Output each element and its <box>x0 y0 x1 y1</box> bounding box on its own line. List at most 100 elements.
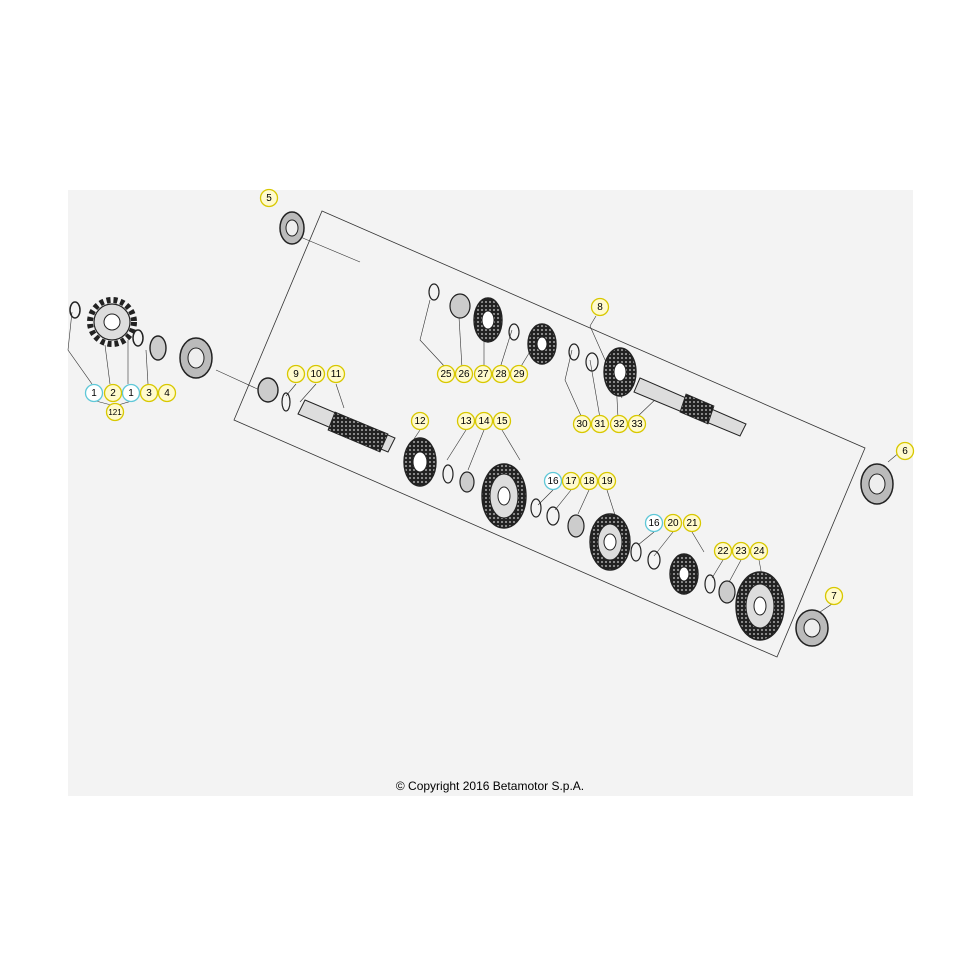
bushing-23 <box>718 580 736 604</box>
callout-c33: 33 <box>627 414 647 434</box>
circlip-1 <box>69 301 81 319</box>
callout-c9: 9 <box>286 364 306 384</box>
callout-c5: 5 <box>259 188 279 208</box>
callout-label: 21 <box>686 518 698 529</box>
bearing-5 <box>279 211 305 245</box>
callout-label: 11 <box>331 369 342 380</box>
callout-label: 16 <box>648 518 660 529</box>
bearing-6 <box>860 463 894 505</box>
gear-24 <box>735 571 785 641</box>
callout-label: 1 <box>128 388 134 399</box>
callout-label: 18 <box>583 476 595 487</box>
bearing-4 <box>179 337 213 379</box>
callout-label: 13 <box>460 416 472 427</box>
callout-label: 32 <box>613 419 625 430</box>
callout-label: 23 <box>735 546 747 557</box>
circlip-16 <box>530 498 542 518</box>
washer-13 <box>442 464 454 484</box>
callout-c16b: 16 <box>644 513 664 533</box>
circlip-30 <box>568 343 580 361</box>
callout-c31: 31 <box>590 414 610 434</box>
gear-15 <box>481 463 527 529</box>
washer-31 <box>585 352 599 372</box>
callout-c12: 12 <box>410 411 430 431</box>
callout-label: 30 <box>576 419 588 430</box>
callout-label: 28 <box>495 369 507 380</box>
callout-c16a: 16 <box>543 471 563 491</box>
countershaft-33 <box>633 377 747 437</box>
gear-12 <box>403 437 437 487</box>
callout-label: 26 <box>458 369 470 380</box>
callout-label: 27 <box>477 369 489 380</box>
callout-label: 9 <box>293 369 299 380</box>
callout-c30: 30 <box>572 414 592 434</box>
callout-c27: 27 <box>473 364 493 384</box>
callout-c15: 15 <box>492 411 512 431</box>
callout-c26: 26 <box>454 364 474 384</box>
callout-label: 5 <box>266 193 272 204</box>
callout-label: 8 <box>597 302 603 313</box>
gear-19 <box>589 513 631 571</box>
gear-29 <box>527 323 557 365</box>
callout-c17: 17 <box>561 471 581 491</box>
washer-28 <box>508 323 520 341</box>
callout-label: 14 <box>478 416 490 427</box>
callout-c1b: 1 <box>121 383 141 403</box>
callout-c7: 7 <box>824 586 844 606</box>
callout-c22: 22 <box>713 541 733 561</box>
callout-label: 1 <box>91 388 97 399</box>
callout-label: 16 <box>547 476 559 487</box>
callout-label: 3 <box>146 388 152 399</box>
callout-label: 4 <box>164 388 170 399</box>
callout-label: 19 <box>601 476 613 487</box>
callout-c11: 11 <box>326 364 346 384</box>
callout-c4: 4 <box>157 383 177 403</box>
callout-c23: 23 <box>731 541 751 561</box>
callout-c24: 24 <box>749 541 769 561</box>
callout-c25: 25 <box>436 364 456 384</box>
callout-label: 10 <box>310 369 322 380</box>
circlip-1b <box>132 329 144 347</box>
copyright-notice: © Copyright 2016 Betamotor S.p.A. <box>395 779 585 793</box>
callout-label: 15 <box>496 416 508 427</box>
washer-22 <box>704 574 716 594</box>
bushing-9 <box>257 377 279 403</box>
callout-label: 20 <box>667 518 679 529</box>
callout-c18: 18 <box>579 471 599 491</box>
gear-27 <box>473 297 503 343</box>
callout-label: 17 <box>565 476 577 487</box>
callout-label: 33 <box>631 419 643 430</box>
gear-21 <box>669 553 699 595</box>
assembly-frame <box>233 210 866 658</box>
callout-label: 22 <box>717 546 729 557</box>
callout-c8: 8 <box>590 297 610 317</box>
callout-label: 31 <box>594 419 606 430</box>
callout-c2: 2 <box>103 383 123 403</box>
callout-label: 12 <box>414 416 426 427</box>
washer-10 <box>281 392 291 412</box>
sprocket-2 <box>87 297 137 347</box>
callout-c21: 21 <box>682 513 702 533</box>
callout-c14: 14 <box>474 411 494 431</box>
callout-label: 24 <box>753 546 765 557</box>
callout-label: 6 <box>902 446 908 457</box>
callout-label: 29 <box>513 369 525 380</box>
washer-17 <box>546 506 560 526</box>
callout-c3: 3 <box>139 383 159 403</box>
main-shaft-11 <box>297 399 396 453</box>
spacer-3 <box>149 335 167 361</box>
callout-c121: 121 <box>105 402 125 422</box>
callout-label: 2 <box>110 388 116 399</box>
callout-label: 25 <box>440 369 452 380</box>
bushing-14 <box>459 471 475 493</box>
callout-c1a: 1 <box>84 383 104 403</box>
circlip-16b <box>630 542 642 562</box>
bushing-18 <box>567 514 585 538</box>
callout-c6: 6 <box>895 441 915 461</box>
washer-20 <box>647 550 661 570</box>
callout-c29: 29 <box>509 364 529 384</box>
callout-c32: 32 <box>609 414 629 434</box>
bearing-7 <box>795 609 829 647</box>
